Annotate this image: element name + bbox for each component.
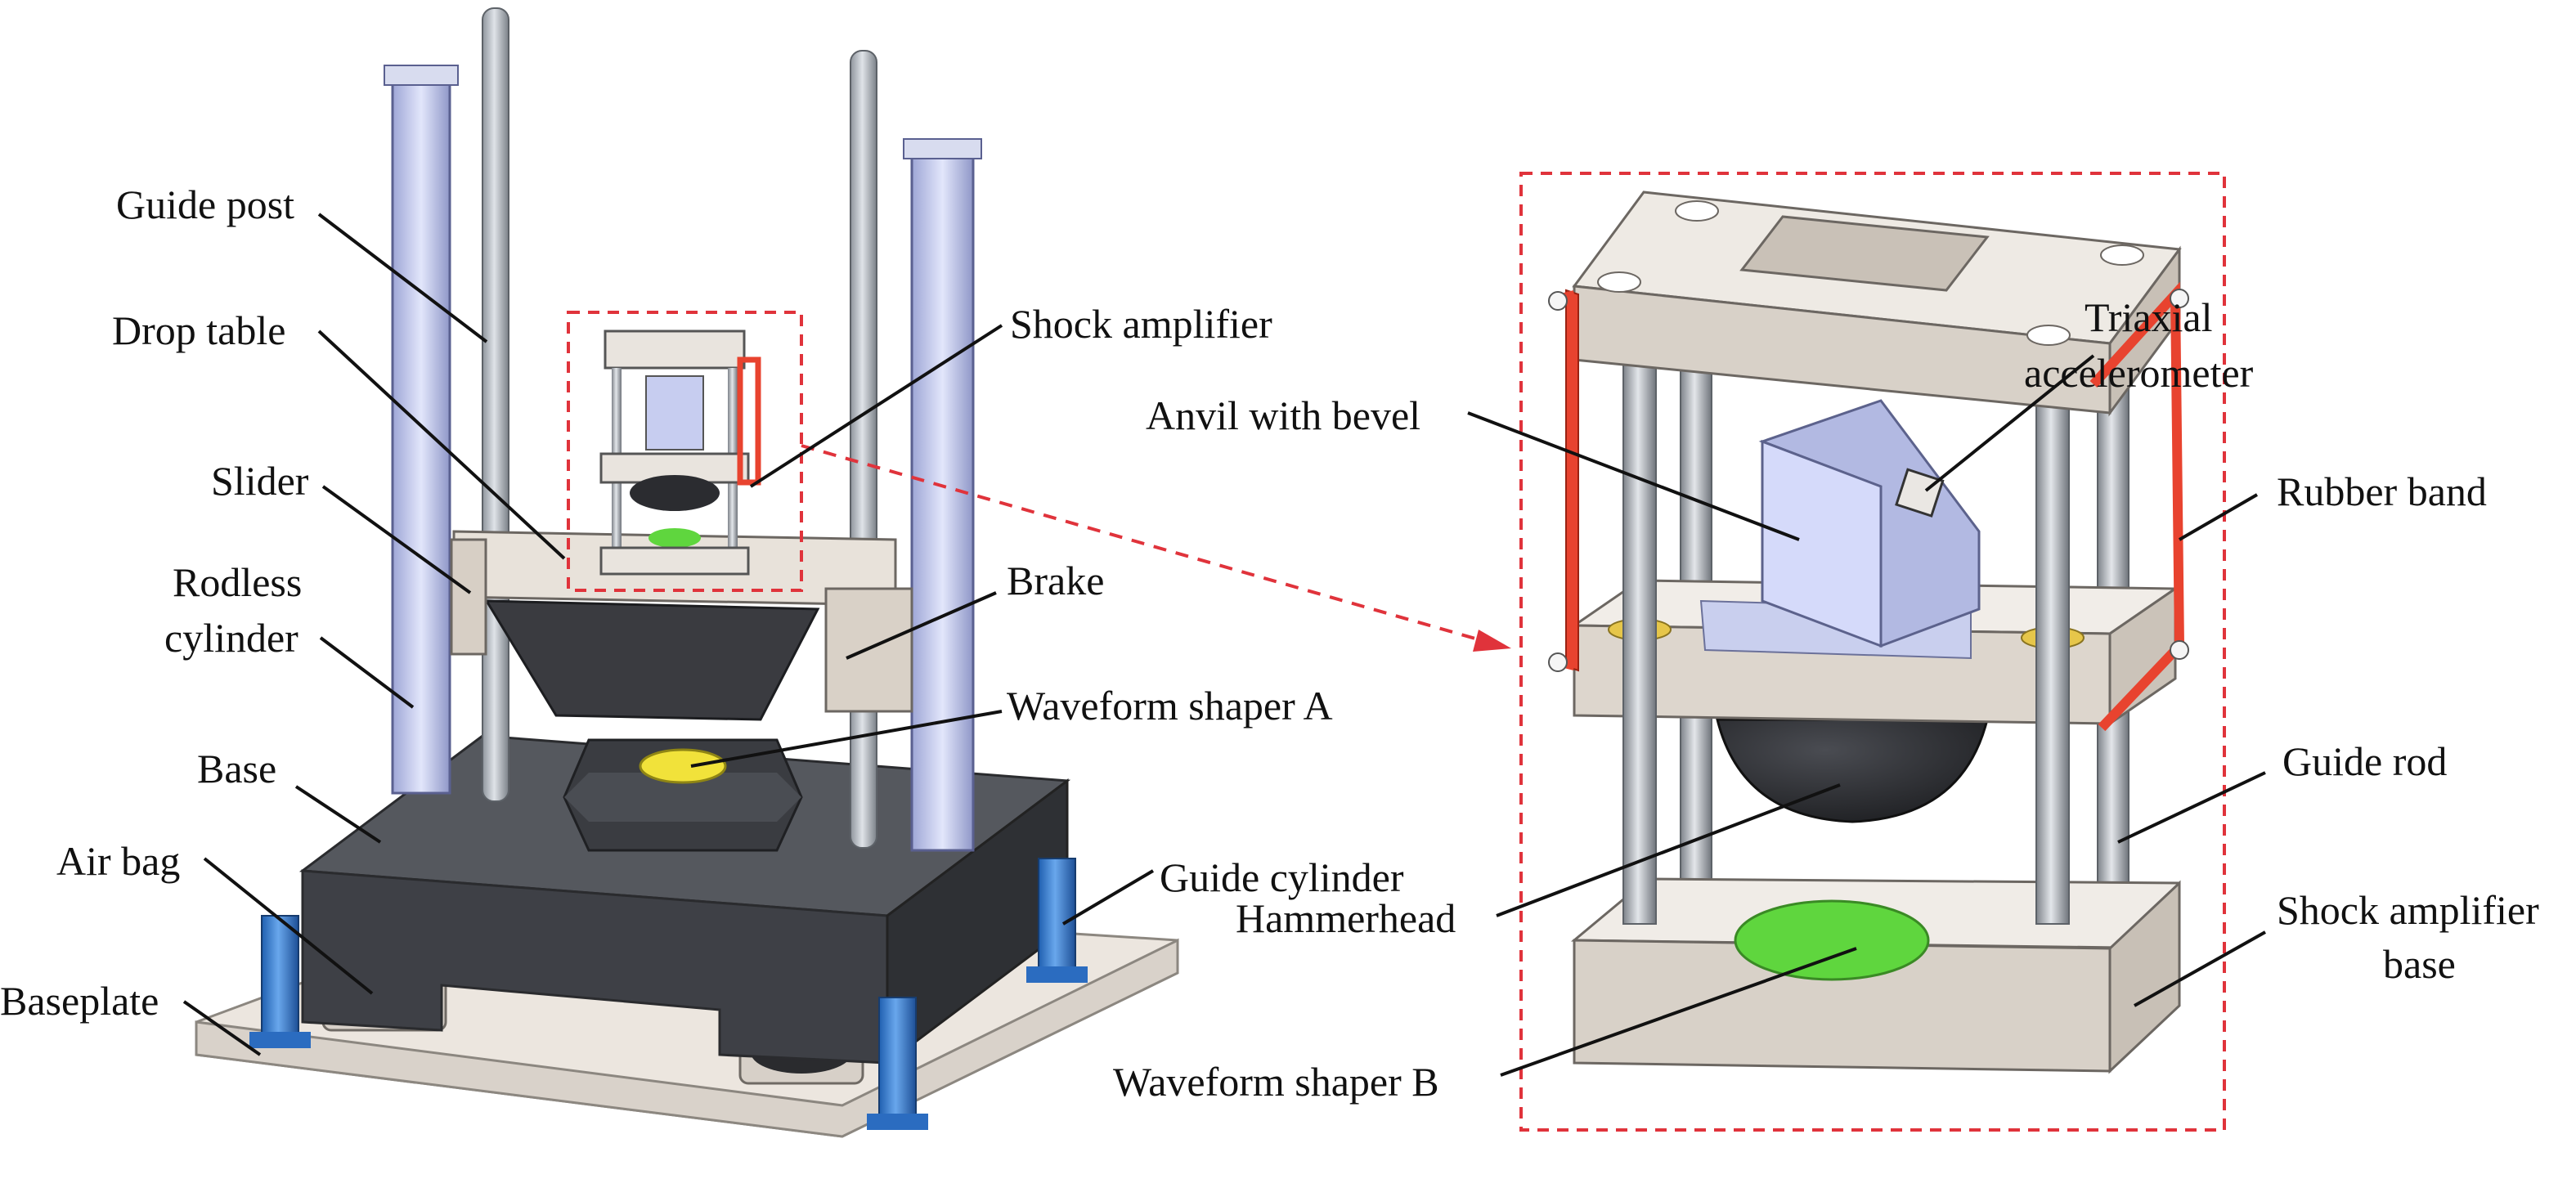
label-waveform-shaper-b: Waveform shaper B [1113,1059,1439,1105]
small-dashed-box [567,311,803,592]
top-plate-shape [1572,191,2182,417]
front-guide-rod-left [1622,351,1657,925]
hammerhead-shape [1716,718,1989,823]
leader-baseplate [182,1000,262,1056]
leader-guide-post [317,213,488,343]
label-air-bag: Air bag [56,838,180,884]
leader-base [294,785,382,844]
shock-amplifier-base-shape [1570,877,2181,1074]
label-baseplate: Baseplate [0,978,159,1024]
zoom-arrow [801,444,1511,652]
leader-rubber-band [2178,493,2259,541]
waveform-shaper-a-disk [639,748,727,784]
leader-shock-amplifier-base [2134,930,2266,1007]
label-hammerhead: Hammerhead [1236,895,1456,941]
label-rodless-cylinder-line2: cylinder [164,615,298,661]
front-guide-rod-right [2035,359,2070,925]
enlarged-shock-amplifier [1548,191,2189,1074]
leader-slider [321,485,472,594]
leader-rodless-cylinder [319,636,415,709]
small-shock-amplifier [599,330,761,576]
leader-guide-cylinder [1061,869,1155,926]
label-waveform-shaper-a: Waveform shaper A [1007,683,1333,728]
leader-shock-amplifier [749,324,1003,488]
label-brake: Brake [1007,558,1104,603]
label-triaxial-accelerometer-line1: Triaxial [2085,294,2213,340]
label-rubber-band: Rubber band [2277,468,2487,514]
triaxial-accelerometer-shape [1895,468,1945,518]
machine-assembly [195,7,1179,1138]
waveform-shaper-b-disk [1734,899,1930,981]
label-triaxial-accelerometer-line2: accelerometer [2024,350,2254,396]
anvil-shape [1699,399,1981,660]
leader-air-bag [203,857,374,995]
label-guide-post: Guide post [116,182,294,227]
leader-triaxial-accelerometer [1924,354,2095,492]
leader-drop-table [317,330,566,560]
label-slider: Slider [211,458,309,504]
guide-cylinder-shape [249,858,1088,1130]
leader-anvil-with-bevel [1467,411,1800,541]
labels: Guide post Drop table Slider Rodless cyl… [0,182,2539,1105]
label-anvil-with-bevel: Anvil with bevel [1146,392,1420,438]
label-drop-table: Drop table [112,307,285,353]
leader-guide-rod [2117,771,2266,844]
label-shock-amplifier-base-line1: Shock amplifier [2277,887,2539,933]
leader-waveform-shaper-a [690,710,1003,768]
rodless-cylinder-shape [384,65,982,852]
label-rodless-cylinder-line1: Rodless [173,559,302,605]
label-shock-amplifier: Shock amplifier [1010,301,1272,347]
waveform-shaper-a-assembly [563,738,803,852]
label-guide-cylinder: Guide cylinder [1160,854,1404,900]
label-guide-rod: Guide rod [2282,738,2447,784]
leader-lines [182,213,2266,1077]
label-shock-amplifier-base-line2: base [2383,941,2456,987]
enlarged-view-dashed-box [1519,172,2226,1132]
leader-brake [846,591,997,660]
leader-waveform-shaper-b [1500,947,1857,1077]
leader-hammerhead [1496,783,1841,917]
label-base: Base [197,746,276,791]
slider-shape [450,538,913,713]
rubber-band-shape [1548,281,2189,732]
